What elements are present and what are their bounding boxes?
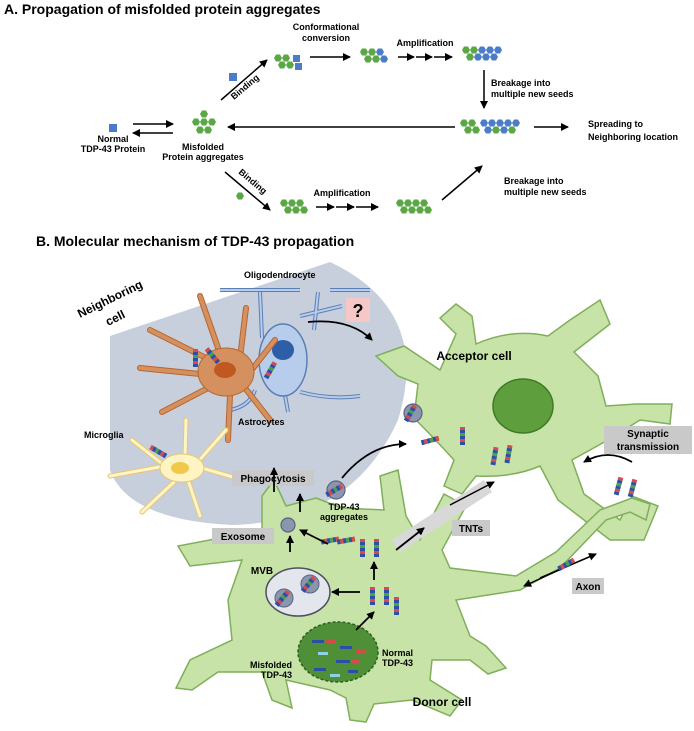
normal-tdp43-label-1: Normal — [382, 648, 413, 658]
donor-cell-label: Donor cell — [413, 695, 472, 709]
normal-label-2: TDP-43 Protein — [81, 144, 146, 154]
question-mark: ? — [353, 301, 364, 321]
transfer-arrow — [395, 527, 425, 551]
donor-cell — [174, 469, 651, 723]
amplification-label-top: Amplification — [396, 38, 453, 48]
fibril-acceptor-2 — [460, 427, 465, 445]
oligodendrocyte-label: Oligodendrocyte — [244, 270, 316, 280]
amplification-label-bottom: Amplification — [313, 188, 370, 198]
microglia-cell — [107, 417, 239, 519]
amplified-aggregate-icon — [462, 46, 502, 61]
synaptic-label-1: Synaptic — [627, 429, 669, 440]
synaptic-arrow — [583, 454, 633, 463]
normal-protein-icon — [109, 124, 117, 132]
binding-monomer-icon — [236, 192, 244, 200]
tnts-box — [452, 520, 490, 536]
synaptic-label-2: transmission — [617, 442, 679, 453]
uptake-arrow — [341, 440, 407, 479]
breakage-bottom-label-2: multiple new seeds — [504, 187, 587, 197]
conformational-label-1: Conformational — [293, 22, 360, 32]
fibril-donor-7 — [394, 597, 399, 615]
fibril-donor-3 — [360, 539, 365, 557]
axon-box — [572, 578, 604, 594]
section-b-title: B. Molecular mechanism of TDP-43 propaga… — [36, 233, 354, 249]
astrocyte-cell — [137, 293, 278, 443]
acceptor-cell — [374, 298, 673, 541]
astrocytes-label: Astrocytes — [238, 417, 285, 427]
misfolded-aggregate-icon — [192, 110, 216, 134]
misfolded-label-2: Protein aggregates — [162, 152, 244, 162]
fibril-synapse-2 — [627, 478, 638, 498]
misfolded-label-1: Misfolded — [182, 142, 224, 152]
bottom-aggregate-icon — [280, 199, 308, 214]
breakage-top-label-1: Breakage into — [491, 78, 551, 88]
converted-aggregate-icon — [360, 48, 388, 63]
breakage-top-label-2: multiple new seeds — [491, 89, 574, 99]
fibril-astro-1 — [193, 349, 198, 367]
exosome-path-arrow — [299, 529, 329, 545]
spreading-label-2: Neighboring location — [588, 132, 678, 142]
fibril-synapse-1 — [613, 476, 624, 496]
fibril-donor-4 — [374, 539, 379, 557]
acceptor-cell-label: Acceptor cell — [436, 349, 511, 363]
exosome-label: Exosome — [221, 532, 266, 543]
tnt-arrow — [449, 481, 495, 506]
nucleus-exit-arrow — [355, 611, 375, 631]
conformational-label-2: conversion — [302, 33, 350, 43]
question-arrow — [307, 320, 373, 341]
bottom-amplified-icon — [396, 199, 432, 214]
mvb-body — [265, 567, 331, 617]
neighboring-cell-label-2: cell — [103, 307, 127, 328]
normal-tdp43-label-2: TDP-43 — [382, 658, 413, 668]
synaptic-transmission-box — [604, 426, 692, 454]
microglia-label: Microglia — [84, 430, 125, 440]
binding-complex-icon — [274, 54, 302, 70]
exosome-box — [212, 528, 274, 544]
aggregates-label-1: TDP-43 — [328, 502, 359, 512]
phagocytosis-box — [232, 470, 314, 486]
breakage-arrow-bottom — [441, 165, 483, 201]
section-a-title: A. Propagation of misfolded protein aggr… — [4, 1, 321, 17]
tnts-label: TNTs — [459, 524, 484, 535]
fibril-acceptor-1 — [420, 435, 440, 446]
binding-arrow-bottom — [224, 171, 271, 211]
misfolded-tdp43-label-1: Misfolded — [250, 660, 292, 670]
binding-arrow-top — [220, 59, 268, 101]
nuclear-tdp43-stripes — [312, 640, 366, 677]
normal-label-1: Normal — [97, 134, 128, 144]
exosome-vesicle — [280, 517, 296, 533]
seeds-row-icon — [460, 119, 520, 134]
axon-label: Axon — [576, 582, 601, 593]
fibril-donor-5 — [370, 587, 375, 605]
binding-label-bottom: Binding — [237, 167, 269, 196]
binding-protein-icon — [229, 73, 237, 81]
question-badge — [346, 298, 370, 322]
fibril-donor-6 — [384, 587, 389, 605]
spreading-label-1: Spreading to — [588, 119, 644, 129]
misfolded-tdp43-label-2: TDP-43 — [261, 670, 292, 680]
aggregates-label-2: aggregates — [320, 512, 368, 522]
breakage-bottom-label-1: Breakage into — [504, 176, 564, 186]
mvb-label: MVB — [251, 566, 273, 577]
